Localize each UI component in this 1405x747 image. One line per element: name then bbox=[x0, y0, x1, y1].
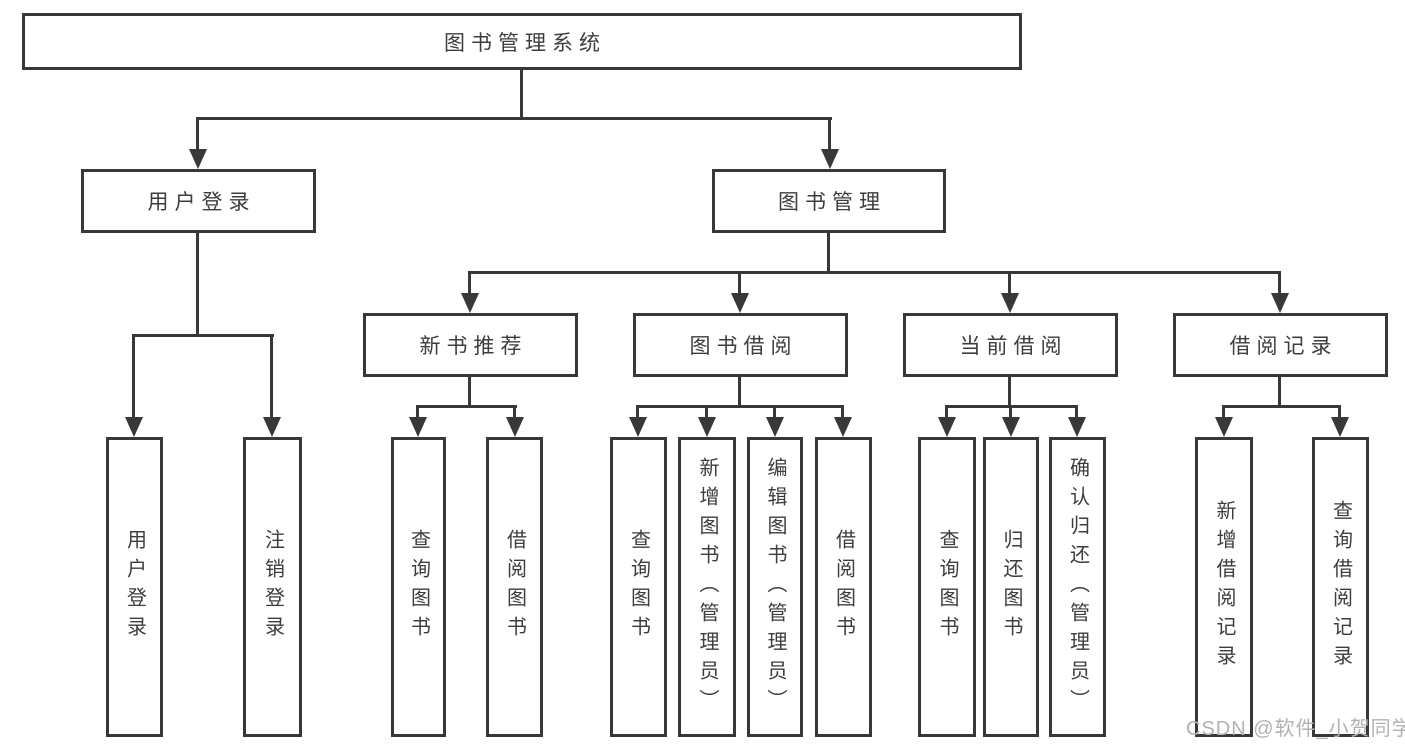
leaf-borrow-query-book: 查询图书 bbox=[610, 437, 667, 737]
arrowhead-down bbox=[698, 417, 716, 437]
connector-drop bbox=[828, 117, 831, 151]
leaf-current-query-book: 查询图书 bbox=[918, 437, 976, 737]
node-new-book-recommend: 新书推荐 bbox=[363, 313, 578, 377]
connector-drop bbox=[1008, 271, 1011, 295]
leaf-label: 查询图书 bbox=[936, 529, 958, 645]
leaf-label: 借阅图书 bbox=[832, 529, 855, 645]
connector-stem bbox=[738, 377, 741, 407]
connector-drop bbox=[773, 405, 776, 419]
csdn-watermark: CSDN @软件_小贺同学 bbox=[1186, 718, 1405, 740]
leaf-logout: 注销登录 bbox=[243, 437, 302, 737]
arrowhead-down bbox=[629, 417, 647, 437]
connector-stem bbox=[196, 233, 199, 335]
leaf-add-borrow-record: 新增借阅记录 bbox=[1195, 437, 1253, 737]
node-current-borrow: 当前借阅 bbox=[903, 313, 1118, 377]
leaf-label: 新增借阅记录 bbox=[1213, 500, 1235, 674]
connector-stem bbox=[1008, 377, 1011, 407]
node-label: 当前借阅 bbox=[959, 335, 1068, 358]
leaf-recommend-borrow-book: 借阅图书 bbox=[486, 437, 543, 737]
arrowhead-down bbox=[1215, 417, 1233, 437]
node-label: 图书借阅 bbox=[689, 335, 798, 358]
arrowhead-down bbox=[1068, 417, 1086, 437]
node-book-management: 图书管理 bbox=[712, 169, 946, 233]
node-label: 图书管理系统 bbox=[444, 31, 606, 55]
leaf-return-book: 归还图书 bbox=[983, 437, 1039, 737]
connector-drop bbox=[705, 405, 708, 419]
arrowhead-down bbox=[731, 293, 749, 313]
leaf-confirm-return-admin: 确认归还（管理员） bbox=[1049, 437, 1106, 737]
leaf-query-borrow-record: 查询借阅记录 bbox=[1312, 437, 1369, 737]
connector-hline bbox=[1222, 405, 1341, 408]
arrowhead-down bbox=[409, 417, 427, 437]
node-label: 新书推荐 bbox=[419, 335, 528, 358]
leaf-edit-book-admin: 编辑图书（管理员） bbox=[747, 437, 803, 737]
connector-stem bbox=[468, 377, 471, 407]
arrowhead-down bbox=[821, 149, 839, 169]
leaf-label: 归还图书 bbox=[1000, 529, 1022, 645]
connector-stem bbox=[1278, 377, 1281, 407]
arrowhead-down bbox=[1271, 293, 1289, 313]
connector-drop bbox=[270, 334, 273, 418]
leaf-borrow-book: 借阅图书 bbox=[815, 437, 872, 737]
connector-drop bbox=[1009, 405, 1012, 419]
arrowhead-down bbox=[1331, 417, 1349, 437]
connector-drop bbox=[945, 405, 948, 419]
node-user-login: 用户登录 bbox=[81, 169, 316, 233]
arrowhead-down bbox=[1002, 417, 1020, 437]
arrowhead-down bbox=[189, 149, 207, 169]
node-label: 图书管理 bbox=[778, 191, 886, 214]
connector-drop bbox=[513, 405, 516, 419]
node-book-borrow: 图书借阅 bbox=[633, 313, 848, 377]
arrowhead-down bbox=[1001, 293, 1019, 313]
connector-drop bbox=[196, 117, 199, 151]
connector-hline bbox=[416, 405, 517, 408]
leaf-label: 查询借阅记录 bbox=[1329, 500, 1352, 674]
arrowhead-down bbox=[766, 417, 784, 437]
node-label: 用户登录 bbox=[147, 191, 256, 214]
connector-drop bbox=[132, 334, 135, 418]
node-library-management-system: 图书管理系统 bbox=[22, 13, 1022, 70]
leaf-label: 编辑图书（管理员） bbox=[764, 456, 786, 718]
leaf-recommend-query-book: 查询图书 bbox=[391, 437, 446, 737]
connector-hline bbox=[196, 117, 832, 120]
leaf-label: 查询图书 bbox=[407, 529, 430, 645]
leaf-label: 查询图书 bbox=[627, 529, 650, 645]
connector-stem bbox=[827, 233, 830, 273]
arrowhead-down bbox=[834, 417, 852, 437]
leaf-label: 用户登录 bbox=[123, 529, 146, 645]
arrowhead-down bbox=[461, 293, 479, 313]
arrowhead-down bbox=[938, 417, 956, 437]
node-label: 借阅记录 bbox=[1229, 335, 1338, 358]
arrowhead-down bbox=[506, 417, 524, 437]
connector-drop bbox=[1222, 405, 1225, 419]
connector-drop bbox=[416, 405, 419, 419]
connector-drop bbox=[636, 405, 639, 419]
leaf-label: 注销登录 bbox=[261, 529, 284, 645]
connector-drop bbox=[1075, 405, 1078, 419]
leaf-label: 新增图书（管理员） bbox=[696, 456, 718, 718]
connector-hline bbox=[636, 405, 844, 408]
arrowhead-down bbox=[125, 417, 143, 437]
connector-hline bbox=[468, 271, 1281, 274]
leaf-label: 借阅图书 bbox=[503, 529, 526, 645]
leaf-user-login: 用户登录 bbox=[106, 437, 163, 737]
connector-drop bbox=[1338, 405, 1341, 419]
connector-drop bbox=[841, 405, 844, 419]
connector-stem bbox=[520, 70, 523, 118]
node-borrow-record: 借阅记录 bbox=[1173, 313, 1388, 377]
connector-drop bbox=[1278, 271, 1281, 295]
connector-drop bbox=[468, 271, 471, 295]
arrowhead-down bbox=[263, 417, 281, 437]
connector-drop bbox=[738, 271, 741, 295]
connector-hline bbox=[132, 334, 274, 337]
leaf-add-book-admin: 新增图书（管理员） bbox=[678, 437, 736, 737]
leaf-label: 确认归还（管理员） bbox=[1066, 456, 1089, 718]
